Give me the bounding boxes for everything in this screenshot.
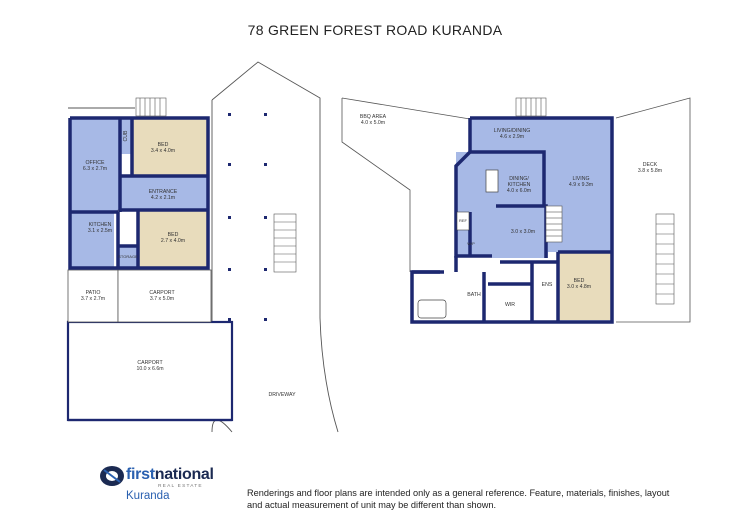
wir-label: WIR [505,302,515,308]
office-label: OFFICE [85,160,105,166]
bed2-size: 2.7 x 4.0m [161,238,185,244]
entrance-size: 4.2 x 2.1m [151,195,175,201]
bed1-room [132,118,208,176]
stairs-left-top [135,97,167,117]
deck-stairs [655,213,675,305]
cub-room [120,118,132,154]
plan-title: 78 GREEN FOREST ROAD KURANDA [247,22,503,38]
deck-label: DECK [643,162,658,168]
cub-label: CUB [123,130,129,141]
dining-kitchen-label-2: KITCHEN [508,182,531,188]
office-size: 6.3 x 2.7m [83,166,107,172]
bbq-label: BBQ AREA [360,114,387,120]
disclaimer-text: Renderings and floor plans are intended … [247,488,670,510]
office-room [70,118,120,212]
storage-room [118,246,138,268]
bbq-outline [341,97,477,272]
left-walls [68,116,210,270]
kitchen-room [70,212,114,268]
stairs-left-mid [273,213,297,273]
ens-room [532,262,558,320]
living-dining-size: 4.6 x 2.9m [500,134,524,140]
bed-right-room [558,252,612,320]
ref-box [456,211,470,231]
stairs-right-mid [545,205,563,243]
brand-national: national [154,466,214,483]
ref-label: REF [459,218,468,223]
bed-right-size: 3.0 x 4.8m [567,284,591,290]
patio-area [67,269,119,323]
carport-large-size: 10.0 x 6.6m [136,366,163,372]
entrance-label: ENTRANCE [149,189,178,195]
living-size: 4.9 x 9.3m [569,182,593,188]
storage-label: STORAGE [118,254,138,259]
bath-label: BATH [467,292,481,298]
brand-office: Kuranda [126,490,170,502]
bed2-room [138,210,208,268]
stair-room [117,209,139,247]
kitchen-island [485,169,499,193]
brand-subtitle: REAL ESTATE [158,484,203,489]
kitchen-label: KITCHEN [89,222,112,228]
wp-room [456,234,470,254]
carport-large-label: CARPORT [137,360,163,366]
bbq-size: 4.0 x 5.0m [361,120,385,126]
bathtub [417,299,447,319]
brand-first: first [126,466,155,483]
bed-right-label: BED [574,278,585,284]
dining-kitchen-size: 4.0 x 6.0m [507,188,531,194]
bed2-label: BED [168,232,179,238]
kitchen-size: 3.1 x 2.5m [88,228,112,234]
room-30-size: 3.0 x 3.0m [511,229,535,235]
driveway-label: DRIVEWAY [268,392,296,398]
bed1-size: 3.4 x 4.0m [151,148,175,154]
carport-small [117,269,212,323]
stairs-right-top [515,97,547,117]
patio-label: PATIO [86,290,101,296]
living-label: LIVING [572,176,589,182]
posts [228,113,267,321]
dining-kitchen-label: DINING/ [509,176,529,182]
deck-size: 3.8 x 5.8m [638,168,662,174]
carport-small-size: 3.7 x 5.0m [150,296,174,302]
brand-wordmark: firstnational [126,466,214,484]
living-dining-label: LIVING/DINING [494,128,531,134]
room-30 [500,206,546,256]
bed1-label: BED [158,142,169,148]
right-walls [410,116,614,324]
carport-small-label: CARPORT [149,290,175,296]
patio-size: 3.7 x 2.7m [81,296,105,302]
deck-outline [615,97,691,323]
wp-label: W/P [467,241,475,246]
firstnational-logo-icon [100,466,124,486]
entrance-room [120,176,208,210]
ens-label: ENS [542,282,553,288]
wir-room [488,284,532,320]
